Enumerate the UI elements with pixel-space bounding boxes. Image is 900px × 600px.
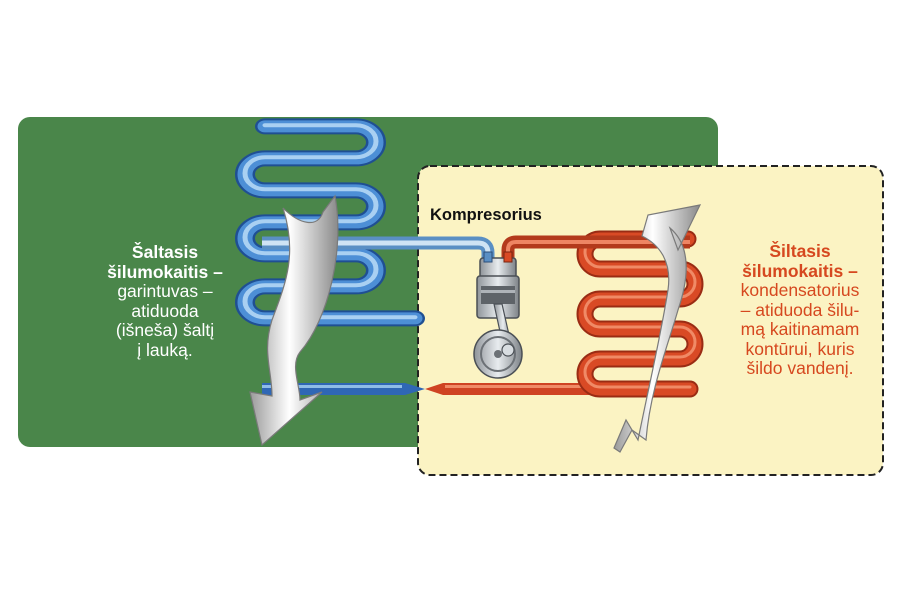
cold-exchanger-title-line1: Šaltasis — [131, 242, 199, 262]
cold-exchanger-title-line2: šilumokaitis – — [107, 261, 223, 282]
compressor-label: Kompresorius — [430, 206, 542, 224]
hot-exchanger-desc-line5: šildo vandenį. — [746, 358, 854, 378]
cold-exchanger-desc-line4: į lauką. — [137, 339, 193, 360]
hot-exchanger-desc-line3: mą kaitinamam — [740, 319, 860, 339]
hot-exchanger-title-line1: Šiltasis — [769, 241, 831, 261]
hot-exchanger-description: Šiltasis šilumokaitis – kondensatorius –… — [715, 241, 885, 379]
hot-exchanger-desc-line1: kondensatorius — [740, 280, 860, 300]
cold-flow-arrow-icon — [249, 194, 339, 447]
hot-exchanger-desc-line2: – atiduoda šilu- — [740, 299, 860, 320]
hot-exchanger-title-line2: šilumokaitis – — [742, 260, 858, 281]
hot-flow-arrow-icon — [613, 204, 702, 453]
cold-exchanger-description: Šaltasis šilumokaitis – garintuvas – ati… — [75, 242, 255, 360]
condenser-coil — [576, 230, 704, 398]
cold-exchanger-desc-line1: garintuvas – — [117, 281, 213, 301]
hot-exchanger-desc-line4: kontūrui, kuris — [745, 338, 855, 359]
cold-exchanger-desc-line3: (išneša) šaltį — [115, 320, 215, 340]
discharge-line — [501, 235, 690, 260]
compressor — [473, 251, 523, 379]
cold-exchanger-desc-line2: atiduoda — [131, 300, 199, 321]
